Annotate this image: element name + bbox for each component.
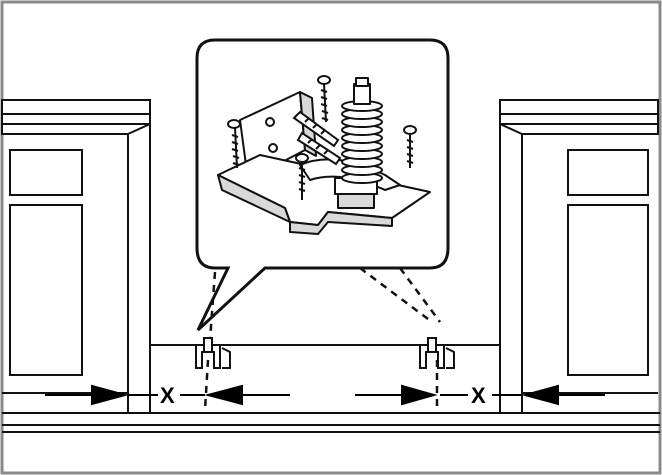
left-floor-bracket bbox=[195, 337, 231, 369]
screw-icon bbox=[296, 131, 342, 166]
screw-icon bbox=[227, 119, 241, 169]
bracket-assembly-illustration bbox=[217, 77, 431, 235]
left-dimension bbox=[45, 384, 290, 406]
right-floor-bracket bbox=[419, 337, 455, 369]
screw-icon bbox=[403, 125, 417, 168]
screw-icon bbox=[317, 75, 331, 123]
leader-lines bbox=[203, 267, 442, 411]
screw-icon bbox=[292, 110, 340, 148]
left-dimension-label: X bbox=[160, 383, 175, 408]
left-cabinet bbox=[1, 99, 151, 414]
right-dimension-label: X bbox=[471, 383, 486, 408]
floor-lines bbox=[2, 412, 660, 433]
right-cabinet bbox=[499, 99, 659, 414]
screw-icon bbox=[295, 153, 309, 200]
screw-icons bbox=[227, 75, 417, 200]
right-dimension bbox=[355, 384, 605, 406]
